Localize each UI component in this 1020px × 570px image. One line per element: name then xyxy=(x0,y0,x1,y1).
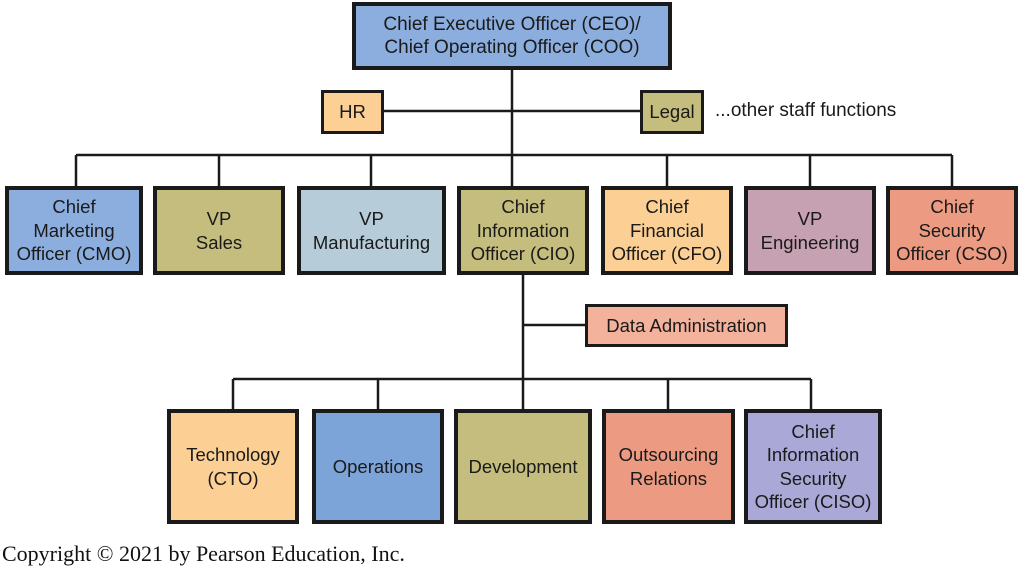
development-box: Development xyxy=(454,409,592,524)
operations-box: Operations xyxy=(312,409,444,524)
cfo-box: Chief Financial Officer (CFO) xyxy=(601,186,733,275)
ceo-box: Chief Executive Officer (CEO)/ Chief Ope… xyxy=(352,2,672,70)
data-administration-box: Data Administration xyxy=(585,304,788,347)
cso-box: Chief Security Officer (CSO) xyxy=(886,186,1018,275)
hr-box: HR xyxy=(321,90,384,134)
outsourcing-relations-box: Outsourcing Relations xyxy=(602,409,735,524)
ciso-box: Chief Information Security Officer (CISO… xyxy=(744,409,882,524)
vp-engineering-box: VP Engineering xyxy=(744,186,876,275)
cmo-box: Chief Marketing Officer (CMO) xyxy=(5,186,143,275)
vp-manufacturing-box: VP Manufacturing xyxy=(297,186,446,275)
copyright-notice: Copyright © 2021 by Pearson Education, I… xyxy=(2,541,405,566)
other-staff-functions-label: ...other staff functions xyxy=(715,100,897,121)
technology-cto-box: Technology (CTO) xyxy=(167,409,299,524)
vp-sales-box: VP Sales xyxy=(153,186,285,275)
cio-box: Chief Information Officer (CIO) xyxy=(457,186,589,275)
legal-box: Legal xyxy=(640,90,704,134)
